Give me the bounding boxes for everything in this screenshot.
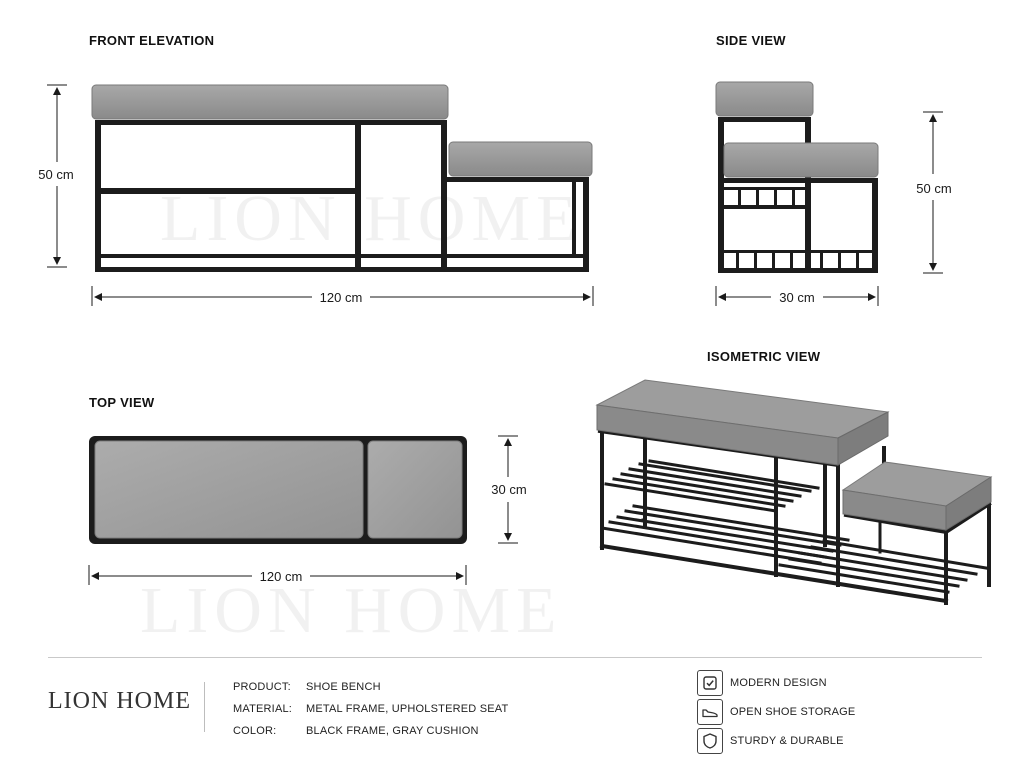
shield-icon	[703, 733, 717, 749]
spec-color-value: BLACK FRAME, GRAY CUSHION	[306, 725, 479, 737]
top-view-title: TOP VIEW	[89, 395, 155, 410]
side-view-title: SIDE VIEW	[716, 33, 786, 48]
spec-product-value: SHOE BENCH	[306, 681, 381, 693]
spec-product-label: PRODUCT:	[233, 681, 291, 693]
feature-modern-design-badge	[697, 670, 723, 696]
top-width-dimension: 120 cm	[260, 569, 303, 584]
checkbox-icon	[703, 676, 717, 690]
top-view-drawing	[89, 436, 467, 544]
top-depth-dimension: 30 cm	[491, 482, 526, 497]
spec-material-label: MATERIAL:	[233, 703, 293, 715]
front-elevation-drawing	[91, 84, 593, 272]
spec-material-value: METAL FRAME, UPHOLSTERED SEAT	[306, 703, 509, 715]
brand-logo: LION HOME	[48, 688, 191, 714]
side-depth-dimension: 30 cm	[779, 290, 814, 305]
feature-durable-label: STURDY & DURABLE	[730, 735, 844, 747]
shoe-icon	[702, 709, 718, 718]
front-width-dimension: 120 cm	[320, 290, 363, 305]
footer-divider	[48, 657, 982, 658]
feature-shoe-storage-label: OPEN SHOE STORAGE	[730, 706, 856, 718]
watermark-bottom: LION HOME	[140, 574, 562, 647]
spec-color-label: COLOR:	[233, 725, 277, 737]
side-view-drawing	[715, 81, 879, 273]
front-elevation-title: FRONT ELEVATION	[89, 33, 215, 48]
side-height-dimension: 50 cm	[916, 181, 951, 196]
feature-shoe-storage-badge	[697, 699, 723, 725]
feature-modern-design-label: MODERN DESIGN	[730, 677, 827, 689]
isometric-cushions	[595, 379, 993, 531]
footer-vertical-separator	[204, 682, 205, 732]
front-height-dimension: 50 cm	[38, 167, 73, 182]
watermark-front: LION HOME	[160, 182, 582, 255]
isometric-view-title: ISOMETRIC VIEW	[707, 349, 821, 364]
technical-drawing: LION HOME LION HOME 50 cm 120 cm	[38, 81, 993, 647]
feature-durable-badge	[697, 728, 723, 754]
